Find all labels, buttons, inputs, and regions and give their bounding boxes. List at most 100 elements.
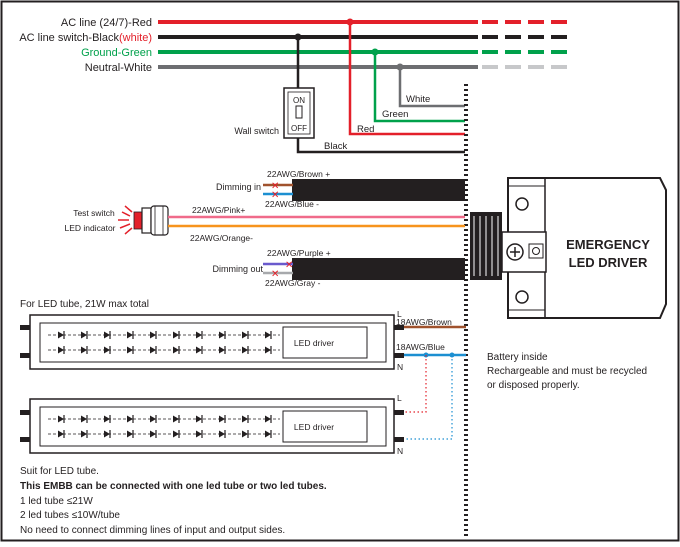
led-diode-icon [242,331,248,339]
dimming-in-cable [292,179,465,201]
dimming-in-brown-label: 22AWG/Brown + [267,169,330,179]
led-diode-icon [127,430,133,438]
led-indicator-label: LED indicator [64,223,115,233]
green-wire-label: Green [382,109,408,120]
led-diode-icon [58,430,64,438]
led-diode-icon [81,430,87,438]
black-wire-label: Black [324,141,347,152]
led-diode-icon [242,415,248,423]
dimming-in-blue-label: 22AWG/Blue - [265,199,319,209]
led-driver-label: LED driver [294,422,334,432]
ac-line-black-label: AC line switch-Black(white) [19,32,152,44]
led-diode-icon [219,331,225,339]
green-branch-wire [373,52,465,123]
led-board [39,322,387,363]
neutral-white-label: Neutral-White [85,62,152,74]
led-diode-icon [173,415,179,423]
cut-mark-icon: ✕ [271,181,279,192]
led-diode-icon [81,346,87,354]
led-diode-icon [58,346,64,354]
led-diode-icon [242,430,248,438]
tube-pin [20,353,30,358]
led-diode-icon [265,415,271,423]
test-switch-icon [118,205,169,236]
orange-wire-label: 22AWG/Orange- [190,233,253,243]
brown-18awg-label: 18AWG/Brown [396,317,452,327]
led-diode-icon [127,331,133,339]
led-diode-icon [150,331,156,339]
led-diode-icon [104,430,110,438]
led-diode-icon [196,331,202,339]
led-array [48,415,280,438]
wall-switch-plate [287,91,311,135]
led-diode-icon [173,430,179,438]
led-diode-icon [104,415,110,423]
mounting-hole-icon [515,197,529,211]
battery-line2: Rechargeable and must be recycled [487,366,647,377]
test-switch-label: Test switch [73,208,115,218]
led-diode-icon [196,415,202,423]
cut-mark-icon: ✕ [271,190,279,201]
terminal-n-label-2: N [397,446,403,456]
blue-dotted-wire [404,355,453,440]
blue-18awg-label: 18AWG/Blue [396,342,445,352]
dimming-out-cable [292,258,465,280]
note-line1: Suit for LED tube. [20,466,99,477]
driver-title-line2: LED DRIVER [569,255,648,270]
led-diode-icon [265,331,271,339]
dimming-out-label: Dimming out [212,264,263,274]
black-switch-wire [296,138,465,154]
led-diode-icon [58,415,64,423]
led-diode-icon [127,415,133,423]
red-wire-label: Red [357,124,374,135]
led-driver-box [282,410,368,443]
led-tube-2: LED driver [20,398,404,454]
terminal-l-label: L [397,309,402,319]
ac-line-red-label: AC line (24/7)-Red [61,17,152,29]
led-diode-icon [265,430,271,438]
led-diode-icon [219,430,225,438]
dimming-in-label: Dimming in [216,182,261,192]
led-driver-label: LED driver [294,338,334,348]
led-diode-icon [150,346,156,354]
driver-title-line1: EMERGENCY [566,237,650,252]
mounting-hole-icon [515,290,529,304]
red-dotted-wire [404,355,427,413]
dimming-out-gray-label: 22AWG/Gray - [265,278,321,288]
red-branch-wire [348,22,465,136]
white-branch-wire [398,67,465,108]
tube-pin [20,437,30,442]
tube-pin [20,410,30,415]
led-diode-icon [196,346,202,354]
tube-pin [394,325,404,330]
led-driver-box [282,326,368,359]
led-diode-icon [196,430,202,438]
led-diode-icon [173,346,179,354]
led-diode-icon [81,331,87,339]
ground-green-label: Ground-Green [81,47,152,59]
emergency-driver-box [470,177,667,319]
note-line2: This EMBB can be connected with one led … [20,481,327,492]
note-line3: 1 led tube ≤21W [20,496,93,507]
cut-mark-icon: ✕ [285,260,293,271]
note-line5: No need to connect dimming lines of inpu… [20,525,285,536]
led-tube-1: LED driver [20,314,404,370]
led-section-title: For LED tube, 21W max total [20,299,149,310]
note-line4: 2 led tubes ≤10W/tube [20,510,120,521]
terminal-l-label-2: L [397,393,402,403]
battery-line3: or disposed properly. [487,380,580,391]
pink-wire-label: 22AWG/Pink+ [192,205,245,215]
battery-line1: Battery inside [487,352,548,363]
led-diode-icon [150,430,156,438]
led-diode-icon [104,346,110,354]
white-wire-label: White [406,94,430,105]
led-diode-icon [219,346,225,354]
switch-on-label: ON [293,96,305,105]
wall-switch-label: Wall switch [234,126,279,136]
led-diode-icon [58,331,64,339]
led-board [39,406,387,447]
wall-switch: ON OFF [283,87,315,139]
led-diode-icon [150,415,156,423]
